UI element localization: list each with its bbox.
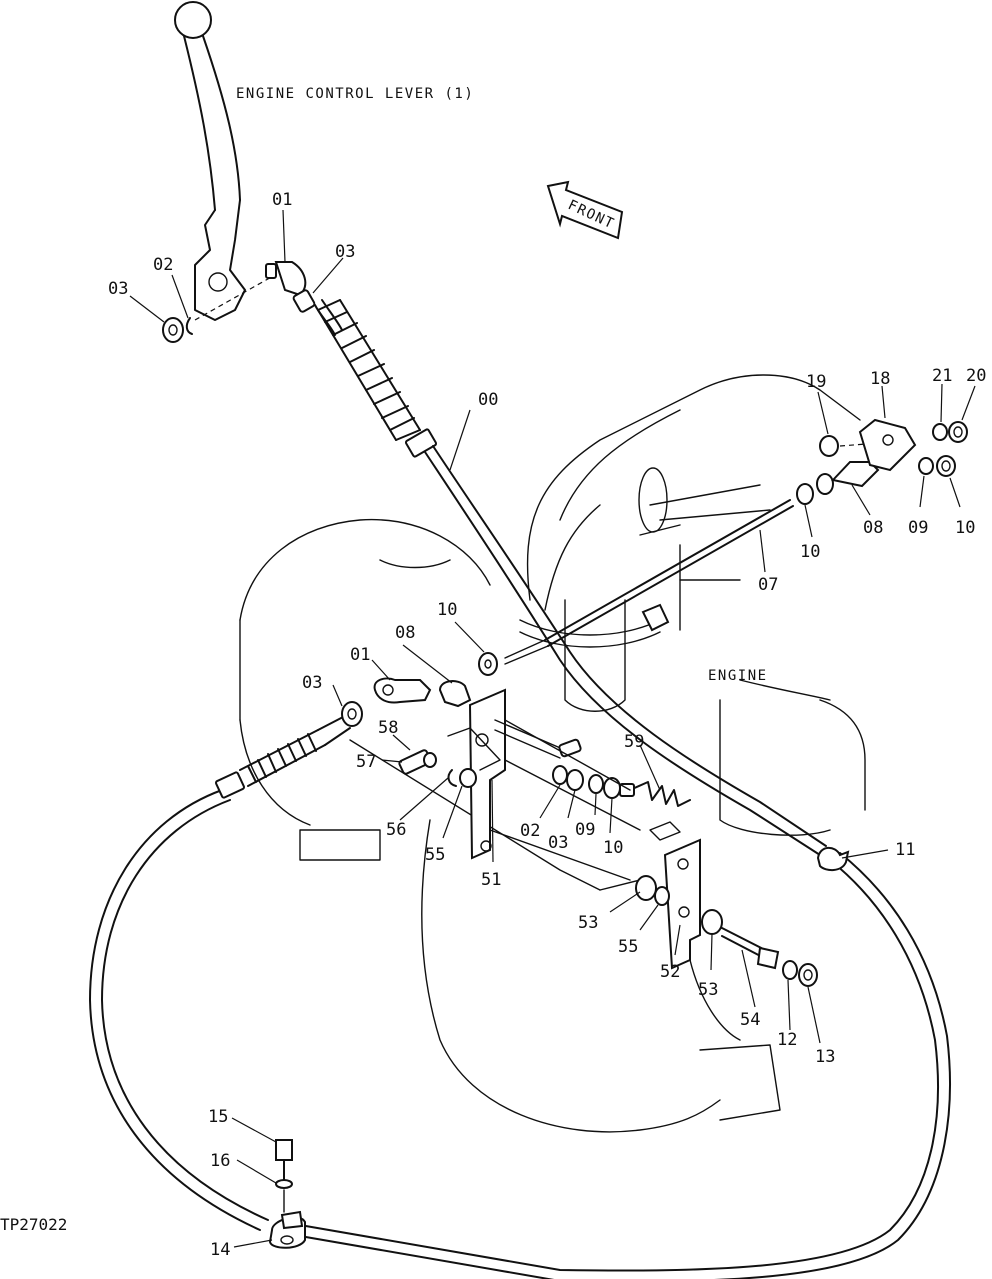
callout-52: 52 xyxy=(660,962,680,982)
callout-57: 57 xyxy=(356,752,376,772)
callout-09-rod: 09 xyxy=(908,518,928,538)
callout-15: 15 xyxy=(208,1107,228,1127)
callout-10-lower: 10 xyxy=(437,600,457,620)
lower-cable xyxy=(89,639,549,1249)
callout-09-center: 09 xyxy=(575,820,595,840)
callout-03-upper: 03 xyxy=(335,242,355,262)
engine-control-lever xyxy=(174,1,246,321)
callout-12: 12 xyxy=(777,1030,797,1050)
labels: ENGINE CONTROL LEVER (1) ENGINE TP27022 … xyxy=(0,86,986,1260)
callout-10-bracket: 10 xyxy=(955,518,975,538)
callout-14: 14 xyxy=(210,1240,230,1260)
cable-clamp-11 xyxy=(816,846,850,872)
callout-59: 59 xyxy=(624,732,644,752)
callout-10-rod: 10 xyxy=(800,542,820,562)
callout-58: 58 xyxy=(378,718,398,738)
callout-55-right: 55 xyxy=(618,937,638,957)
figure-reference: TP27022 xyxy=(0,1215,67,1234)
callout-54: 54 xyxy=(740,1010,760,1030)
front-arrow: FRONT xyxy=(546,180,624,240)
center-bracket xyxy=(398,688,818,987)
callout-01-lower: 01 xyxy=(350,645,370,665)
callout-02-center: 02 xyxy=(520,821,540,841)
callout-13: 13 xyxy=(815,1047,835,1067)
engine-label: ENGINE xyxy=(708,668,768,684)
upper-cable xyxy=(265,261,951,1279)
leader-lines xyxy=(129,209,976,1248)
callout-16: 16 xyxy=(210,1151,230,1171)
callout-08-lower: 08 xyxy=(395,623,415,643)
callout-07: 07 xyxy=(758,575,778,595)
callout-02-lever: 02 xyxy=(153,255,173,275)
callout-55-left: 55 xyxy=(425,845,445,865)
callout-18: 18 xyxy=(870,369,890,389)
callout-10-center: 10 xyxy=(603,838,623,858)
callout-03-lever: 03 xyxy=(108,279,128,299)
callout-51: 51 xyxy=(481,870,501,890)
rod-linkage xyxy=(544,418,968,647)
lever-hardware xyxy=(162,274,276,343)
callout-53-left: 53 xyxy=(578,913,598,933)
callout-03-lower: 03 xyxy=(302,673,322,693)
lever-knob xyxy=(174,1,212,39)
callout-11: 11 xyxy=(895,840,915,860)
callout-20: 20 xyxy=(966,366,986,386)
callout-01-upper: 01 xyxy=(272,190,292,210)
callout-56: 56 xyxy=(386,820,406,840)
callout-03-center: 03 xyxy=(548,833,568,853)
callout-19: 19 xyxy=(806,372,826,392)
callout-53-right: 53 xyxy=(698,980,718,1000)
callout-08-rod: 08 xyxy=(863,518,883,538)
callout-21: 21 xyxy=(932,366,952,386)
callout-00: 00 xyxy=(478,390,498,410)
diagram-title: ENGINE CONTROL LEVER (1) xyxy=(236,86,474,102)
engine-outline xyxy=(239,374,866,1133)
